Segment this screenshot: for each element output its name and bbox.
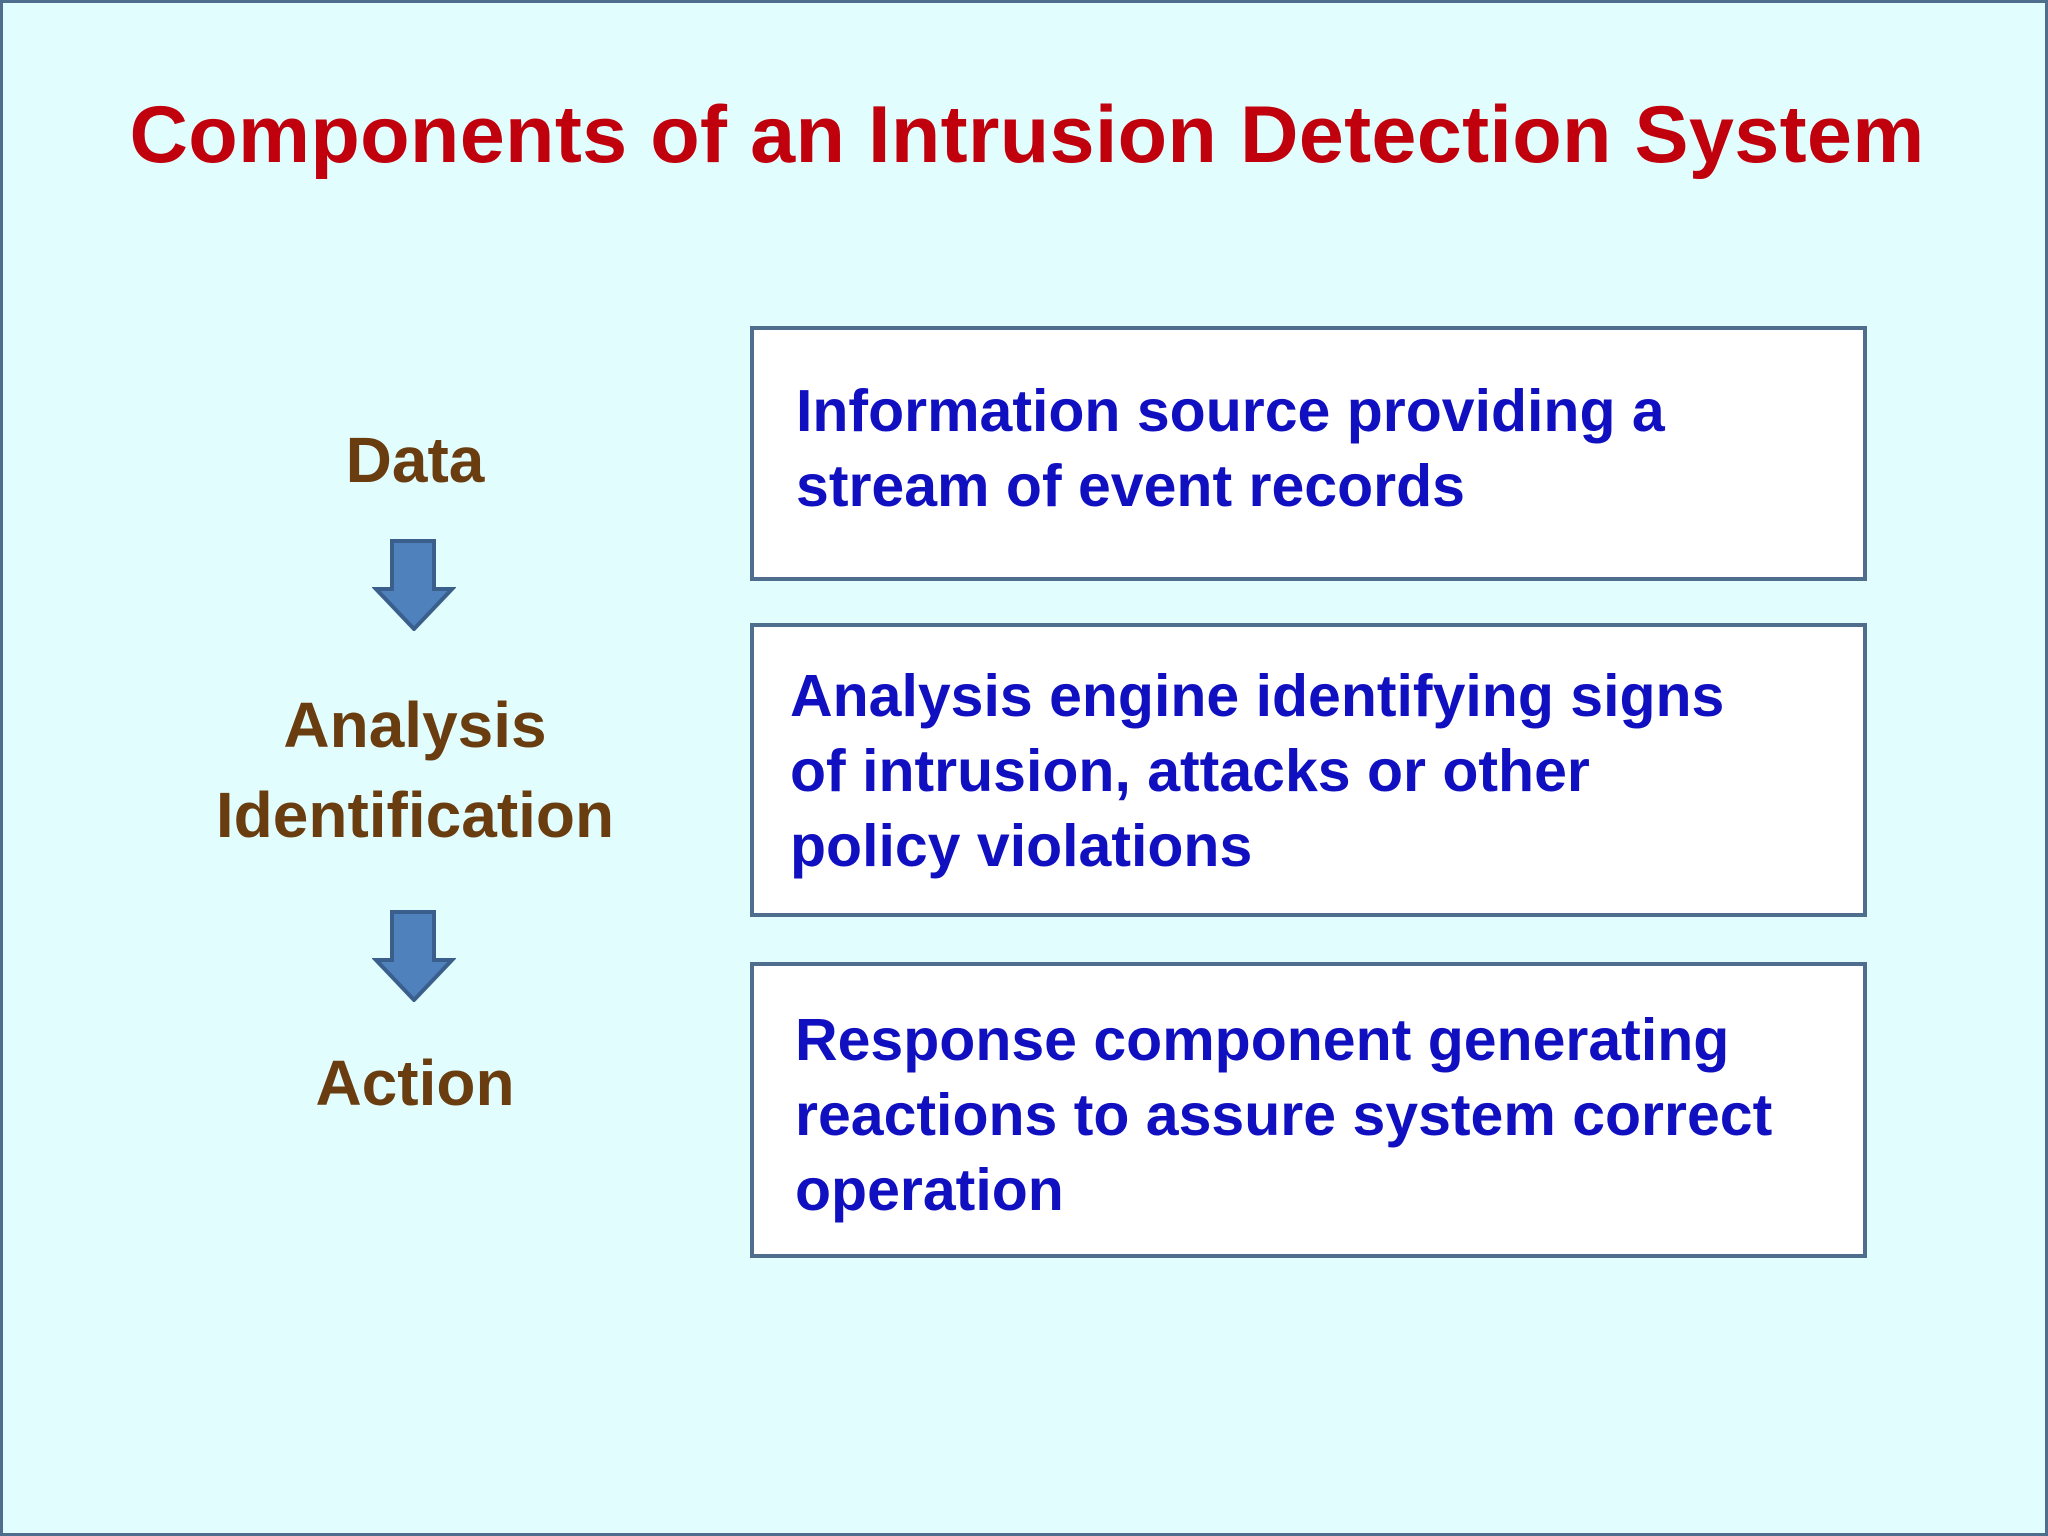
stage-label-action: Action: [115, 1038, 715, 1128]
stage-label-data: Data: [115, 415, 715, 505]
stage-label-line: Data: [345, 424, 485, 496]
component-box-analysis-engine: Analysis engine identifying signs of int…: [750, 623, 1867, 917]
description-line: Analysis engine identifying signs: [790, 663, 1725, 729]
arrow-down-icon: [372, 539, 456, 631]
description-line: operation: [795, 1157, 1064, 1223]
description-line: reactions to assure system correct: [795, 1082, 1773, 1148]
description-line: policy violations: [790, 813, 1253, 879]
stage-label-analysis: Analysis Identification: [115, 680, 715, 860]
stage-label-line: Identification: [215, 779, 615, 851]
slide-title: Components of an Intrusion Detection Sys…: [129, 90, 1925, 180]
arrow-down-shape: [372, 539, 456, 631]
stage-label-line: Analysis: [283, 689, 547, 761]
description-line: of intrusion, attacks or other: [790, 738, 1590, 804]
component-description: Information source providing a stream of…: [796, 374, 1665, 524]
stage-label-line: Action: [315, 1047, 515, 1119]
arrow-down-shape: [372, 910, 456, 1002]
description-line: stream of event records: [796, 453, 1465, 519]
component-description: Response component generating reactions …: [795, 1003, 1772, 1228]
component-description: Analysis engine identifying signs of int…: [790, 659, 1724, 884]
component-box-response-component: Response component generating reactions …: [750, 962, 1867, 1258]
description-line: Response component generating: [795, 1007, 1730, 1073]
arrow-down-icon: [372, 910, 456, 1002]
description-line: Information source providing a: [796, 378, 1665, 444]
component-box-information-source: Information source providing a stream of…: [750, 326, 1867, 581]
